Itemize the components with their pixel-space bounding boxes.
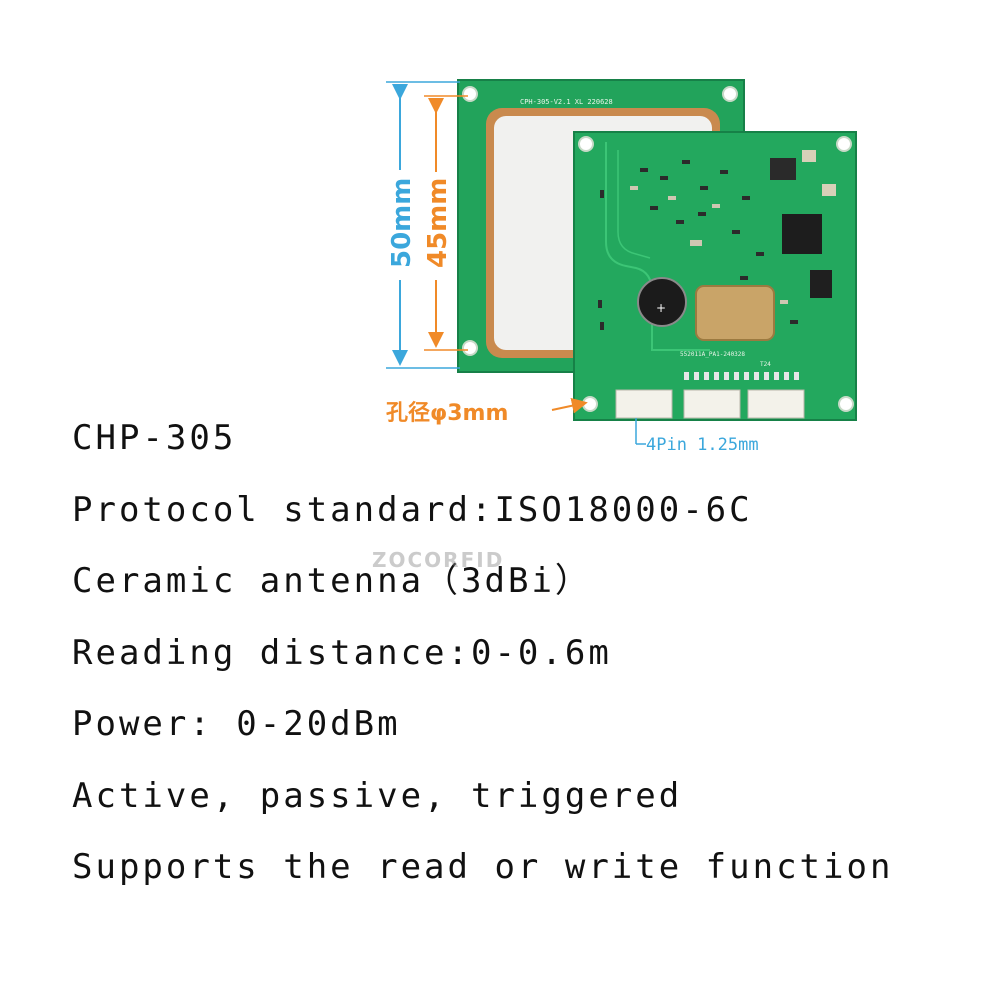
rf-chip	[770, 158, 796, 180]
mcu-chip	[782, 214, 822, 254]
antenna-silkscreen: CPH-305-V2.1 XL 220628	[520, 98, 613, 106]
product-figure: CPH-305-V2.1 XL 220628	[386, 79, 857, 455]
spec-antenna: Ceramic antenna（3dBi）	[72, 561, 592, 601]
spec-reading-distance: Reading distance:0-0.6m	[72, 633, 612, 673]
connector-3	[747, 389, 805, 419]
svg-text:+: +	[656, 301, 666, 315]
connector-1	[615, 389, 673, 419]
spec-protocol: Protocol standard:ISO18000-6C	[72, 490, 753, 530]
hole-diameter-label: 孔径φ3mm	[386, 400, 508, 426]
spec-power: Power: 0-20dBm	[72, 704, 401, 744]
spec-modes: Active, passive, triggered	[72, 776, 683, 816]
dimension-outer: 50mm	[386, 81, 460, 369]
outer-height-label: 50mm	[387, 178, 417, 268]
shield-can	[695, 285, 775, 341]
inner-height-label: 45mm	[423, 178, 453, 268]
dimension-inner: 45mm	[423, 95, 468, 351]
board-silkscreen: 552011A_PA1-240328	[680, 351, 745, 358]
connector-dimension: 4Pin 1.25mm	[635, 418, 759, 455]
spec-read-write: Supports the read or write function	[72, 847, 894, 887]
connector-spec-label: 4Pin 1.25mm	[646, 435, 759, 455]
board-code: T24	[760, 361, 771, 368]
model-name: CHP-305	[72, 418, 237, 458]
eeprom-chip	[810, 270, 832, 298]
capacitor	[637, 277, 687, 327]
connector-2	[683, 389, 741, 419]
watermark: ZOCORFID	[372, 548, 505, 572]
reader-board: + 552011A_PA1-240328 T24	[573, 131, 857, 421]
hole-dimension: 孔径φ3mm	[386, 397, 588, 426]
